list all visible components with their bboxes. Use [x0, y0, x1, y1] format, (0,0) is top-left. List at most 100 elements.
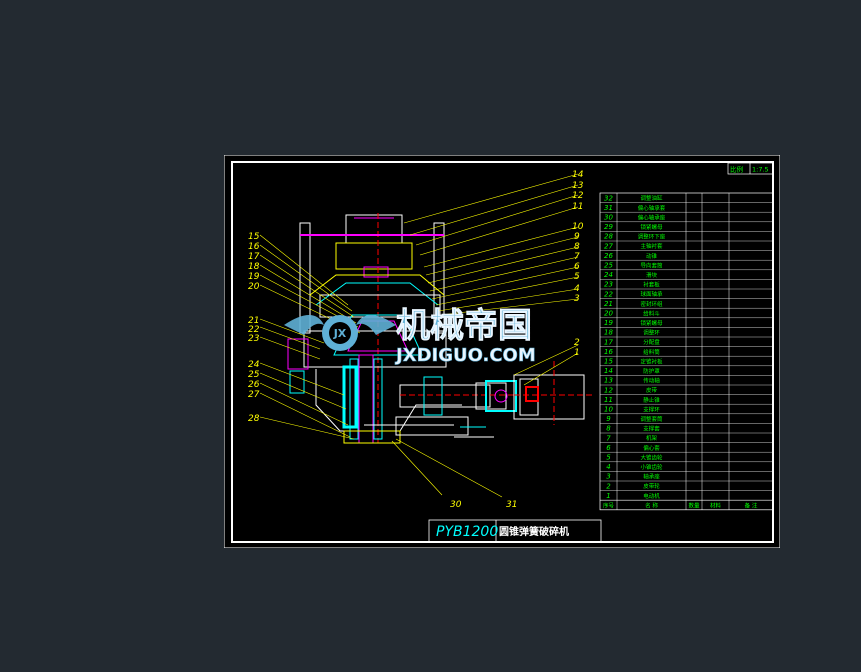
- parts-row-number: 1: [606, 492, 610, 500]
- parts-header-cell: 数量: [688, 501, 700, 509]
- callout-17: 17: [248, 252, 260, 262]
- drawing-sheet: 比例 1:7.5: [223, 154, 781, 549]
- callout-14: 14: [572, 170, 584, 180]
- parts-header-cell: 序号: [603, 501, 615, 509]
- parts-row-number: 32: [604, 194, 613, 202]
- parts-row-number: 8: [606, 425, 611, 433]
- crusher-assembly-drawing: [287, 213, 592, 444]
- callouts-right: 14 13 12 11 10 9 8 7 6 5 4 3 2 1: [572, 170, 584, 358]
- watermark-brand: 机械帝国: [396, 306, 532, 346]
- parts-row-name: 调整环下座: [638, 233, 666, 241]
- parts-row-name: 锁紧螺母: [640, 319, 663, 327]
- parts-row-number: 16: [604, 348, 613, 356]
- callout-13: 13: [572, 181, 584, 191]
- parts-row-number: 22: [604, 290, 613, 298]
- parts-row-name: 调整套筒: [640, 415, 663, 423]
- parts-row-name: 偏心轴承座: [638, 213, 666, 221]
- title-block: PYB1200 圆锥弹簧破碎机: [428, 519, 602, 543]
- callout-11: 11: [572, 202, 583, 212]
- parts-row-name: 密封环组: [640, 300, 663, 308]
- parts-row-number: 21: [604, 300, 613, 308]
- callout-8: 8: [574, 242, 580, 252]
- drawing-canvas: 比例 1:7.5: [223, 154, 781, 549]
- parts-row-number: 27: [604, 242, 613, 250]
- callout-3: 3: [574, 294, 580, 304]
- outer-frame: [223, 154, 781, 549]
- callout-21: 21: [248, 316, 259, 326]
- parts-row-name: 锁紧螺母: [640, 223, 663, 231]
- parts-row-name: 皮带: [646, 386, 658, 394]
- parts-row-number: 29: [604, 223, 613, 231]
- parts-row-number: 30: [604, 214, 613, 222]
- parts-row-name: 电动机: [643, 492, 660, 500]
- parts-row-number: 4: [606, 463, 610, 471]
- callout-9: 9: [574, 232, 580, 242]
- callout-12: 12: [572, 191, 584, 201]
- parts-row-name: 分配盘: [643, 338, 660, 346]
- callout-1: 1: [574, 348, 580, 358]
- scale-box: 比例 1:7.5: [727, 162, 774, 175]
- callout-25: 25: [248, 370, 260, 380]
- parts-row-number: 6: [606, 444, 611, 452]
- parts-row-number: 14: [604, 367, 613, 375]
- parts-row-name: 偏心套: [643, 444, 660, 452]
- parts-row-name: 球面轴承: [640, 290, 663, 298]
- callout-26: 26: [248, 380, 260, 390]
- parts-row-name: 支撑套: [643, 425, 660, 433]
- parts-row-number: 11: [604, 396, 613, 404]
- parts-header-cell: 材料: [710, 501, 722, 509]
- parts-row-number: 7: [606, 434, 611, 442]
- parts-row-name: 给料斗: [643, 309, 660, 317]
- parts-row-name: 机架: [646, 434, 658, 442]
- parts-row-number: 24: [604, 271, 613, 279]
- callout-7: 7: [574, 252, 580, 262]
- parts-row-name: 动锥: [646, 252, 658, 260]
- parts-row-name: 给料筒: [643, 348, 660, 356]
- watermark-badge: JX: [333, 327, 347, 340]
- parts-row-name: 传动轴: [643, 377, 660, 385]
- parts-row-number: 3: [606, 473, 610, 481]
- callout-16: 16: [248, 242, 260, 252]
- callout-2: 2: [574, 338, 580, 348]
- gear-logo-icon: JX: [284, 315, 396, 351]
- callout-30: 30: [450, 500, 462, 510]
- parts-header-cell: 名 称: [645, 501, 658, 509]
- callout-18: 18: [248, 262, 260, 272]
- scale-value: 1:7.5: [752, 166, 769, 174]
- parts-row-name: 定锥衬板: [640, 357, 663, 365]
- parts-row-number: 19: [604, 319, 613, 327]
- parts-row-name: 调整油缸: [640, 194, 663, 202]
- callouts-left: 15 16 17 18 19 20 21 22 23 24 25 26 27 2…: [248, 232, 260, 424]
- callout-24: 24: [248, 360, 260, 370]
- parts-row-number: 15: [604, 358, 613, 366]
- callout-6: 6: [574, 262, 580, 272]
- parts-row-number: 28: [604, 233, 613, 241]
- parts-row-number: 17: [604, 338, 613, 346]
- parts-row-name: 滑块: [646, 271, 658, 279]
- parts-row-name: 衬套板: [643, 281, 660, 289]
- callouts-bottom: 30 31: [450, 500, 517, 510]
- parts-row-name: 轴承座: [643, 473, 660, 481]
- parts-row-number: 10: [604, 406, 613, 414]
- callout-27: 27: [248, 390, 260, 400]
- callout-5: 5: [574, 272, 580, 282]
- callout-19: 19: [248, 272, 260, 282]
- parts-row-number: 23: [604, 281, 613, 289]
- model-number: PYB1200: [436, 524, 498, 540]
- callout-20: 20: [248, 282, 260, 292]
- parts-row-number: 20: [604, 310, 613, 318]
- parts-row-name: 小锥齿轮: [640, 463, 663, 471]
- watermark: JX 机械帝国 JXDIGUO.COM: [284, 306, 536, 366]
- parts-row-number: 12: [604, 386, 613, 394]
- callout-23: 23: [248, 334, 260, 344]
- parts-row-number: 5: [606, 454, 611, 462]
- parts-row-name: 皮带轮: [643, 482, 660, 490]
- watermark-domain: JXDIGUO.COM: [394, 345, 536, 366]
- parts-row-name: 支撑环: [643, 405, 660, 413]
- parts-row-number: 31: [604, 204, 613, 212]
- machine-name: 圆锥弹簧破碎机: [499, 525, 569, 538]
- callout-22: 22: [248, 325, 260, 335]
- parts-row-number: 2: [606, 482, 611, 490]
- parts-row-number: 18: [604, 329, 613, 337]
